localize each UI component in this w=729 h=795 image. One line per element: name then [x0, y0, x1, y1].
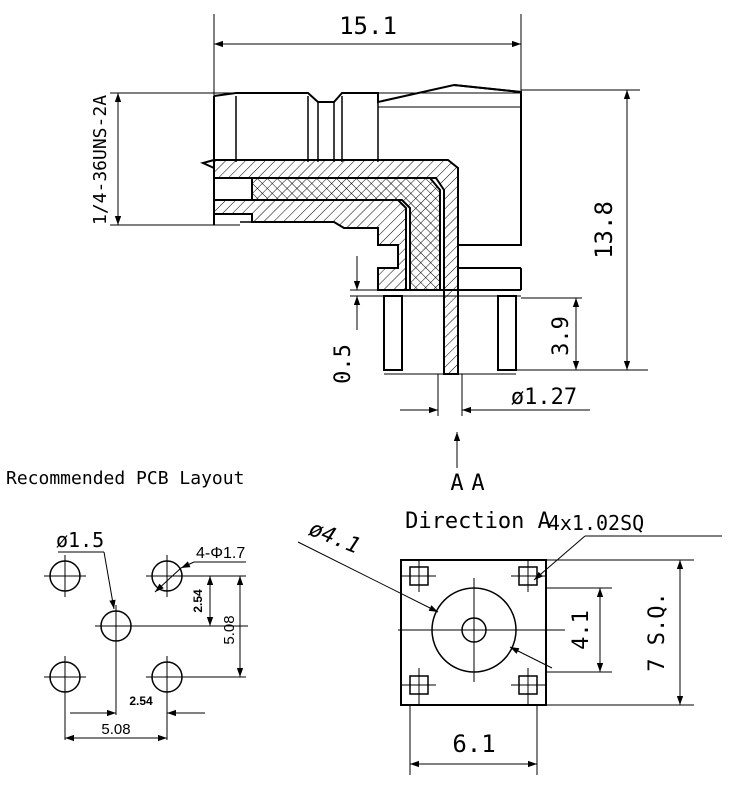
thread-label: 1/4-36UNS-2A — [90, 95, 111, 225]
height-label: 13.8 — [590, 201, 618, 259]
pcb-layout: Recommended PCB Layout ø1.5 4-Φ1.7 2.54 … — [6, 468, 248, 742]
dielectric-section — [251, 177, 441, 291]
pins-leader — [533, 535, 586, 581]
direction-marker-label: A — [450, 471, 463, 496]
side-view: 15.1 1/4-36UNS-2A — [90, 12, 648, 496]
square-body — [400, 559, 547, 706]
pitch-half-y-label: 2.54 — [191, 589, 205, 613]
bottom-view: A Direction A ø4.1 4x1.02SQ — [297, 471, 722, 775]
body-diameter-leader — [509, 646, 553, 669]
ground-pin — [497, 295, 517, 371]
pitch-y-label: 5.08 — [221, 615, 238, 644]
center-hole-leader — [103, 551, 116, 610]
body-diameter-label: ø4.1 — [305, 516, 363, 559]
corner-pin — [511, 561, 545, 592]
square-size-label: 7 S.Q. — [645, 592, 670, 671]
corner-pin — [402, 561, 436, 592]
ground-holes-leader — [154, 567, 182, 593]
pin-diameter-label: ø1.27 — [511, 385, 577, 410]
corner-pin — [511, 668, 545, 704]
sleeve-section — [213, 199, 407, 291]
ground-pin — [383, 295, 403, 371]
center-pin-tip — [200, 159, 215, 169]
bottom-view-title: Direction A — [405, 509, 551, 534]
width-label: 15.1 — [339, 12, 397, 40]
pin-spacing-label: 6.1 — [452, 730, 495, 758]
standoff-label: 0.5 — [331, 344, 356, 384]
pcb-layout-title: Recommended PCB Layout — [6, 468, 244, 489]
pitch-half-x-label: 2.54 — [129, 694, 153, 708]
corner-pin — [402, 668, 436, 704]
pin-length-label: 3.9 — [549, 316, 574, 356]
view-letter: A — [471, 471, 484, 496]
pins-label: 4x1.02SQ — [548, 511, 644, 535]
inner-height-label: 4.1 — [569, 610, 594, 650]
pitch-x-label: 5.08 — [101, 721, 130, 738]
right-body-outline — [453, 84, 522, 246]
body-diameter-leader — [297, 541, 439, 613]
ground-holes-label: 4-Φ1.7 — [196, 545, 245, 562]
center-hole-label: ø1.5 — [56, 528, 104, 552]
